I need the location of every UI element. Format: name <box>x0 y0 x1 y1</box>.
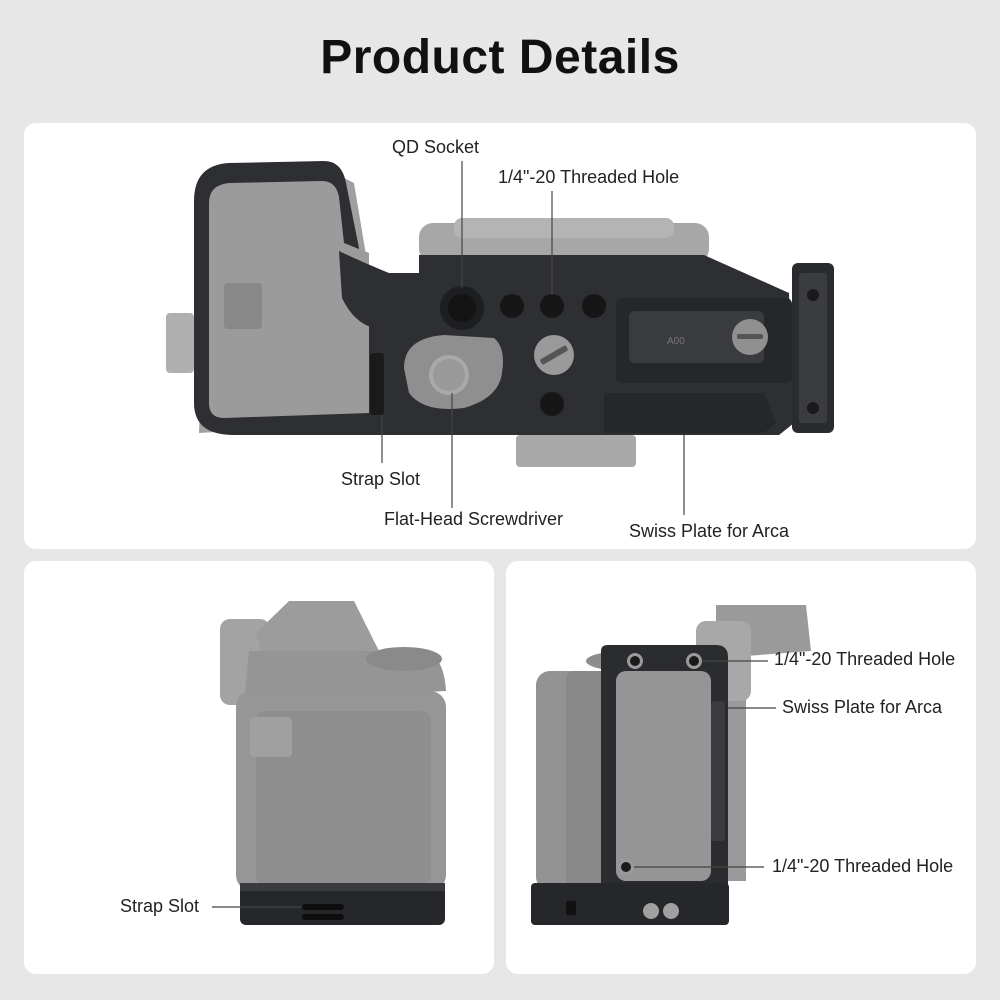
swiss-plate-side-label: Swiss Plate for Arca <box>782 697 943 717</box>
swiss-plate-label: Swiss Plate for Arca <box>629 521 790 541</box>
camera-side-view <box>212 601 446 925</box>
strap-slot-label: Strap Slot <box>341 469 421 489</box>
camera-rear-side-view <box>531 605 811 925</box>
strap-slot-side-label: Strap Slot <box>120 896 200 916</box>
page-title: Product Details <box>320 31 680 84</box>
threaded-hole-label: 1/4"-20 Threaded Hole <box>498 167 680 187</box>
bottom-right-detail-panel: 1/4"-20 Threaded Hole Swiss Plate for Ar… <box>506 561 976 974</box>
threaded-hole-top-label: 1/4"-20 Threaded Hole <box>774 649 956 669</box>
qd-socket-label: QD Socket <box>392 137 480 157</box>
screwdriver-label: Flat-Head Screwdriver <box>384 509 564 529</box>
top-detail-panel: A00 QD Socket 1/4"-20 Threaded Hole Stra… <box>24 123 976 549</box>
bottom-left-detail-panel: Strap Slot <box>24 561 494 974</box>
threaded-hole-bottom-label: 1/4"-20 Threaded Hole <box>772 856 954 876</box>
camera-cage-bottom-view: A00 <box>166 161 834 515</box>
plate-engraving: A00 <box>667 336 685 347</box>
